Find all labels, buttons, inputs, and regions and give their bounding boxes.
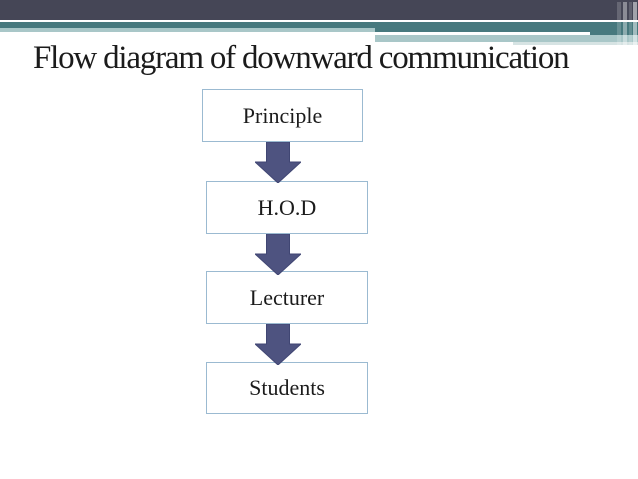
- flow-node-students: Students: [206, 362, 368, 414]
- corner-stripe: [617, 2, 621, 46]
- flow-node-lecturer: Lecturer: [206, 271, 368, 324]
- slide-title: Flow diagram of downward communication: [33, 40, 570, 76]
- banner-faint-band: [513, 42, 638, 45]
- banner-dark-bar: [0, 0, 638, 20]
- banner-pale-bar-left: [0, 28, 375, 32]
- down-arrow-icon: [255, 142, 301, 183]
- flow-node-principle: Principle: [202, 89, 363, 142]
- banner-corner-stripes: [610, 2, 638, 46]
- flow-node-label: Students: [249, 375, 325, 400]
- corner-stripe: [623, 2, 627, 46]
- flow-node-hod: H.O.D: [206, 181, 368, 234]
- banner-white-line: [375, 32, 590, 35]
- banner-teal-bar: [0, 22, 638, 28]
- down-arrow-icon: [255, 234, 301, 275]
- flow-node-label: H.O.D: [257, 194, 317, 220]
- down-arrow-icon: [255, 324, 301, 365]
- corner-stripe: [629, 2, 632, 46]
- flow-node-label: Principle: [242, 102, 323, 128]
- flow-node-label: Lecturer: [249, 284, 325, 310]
- banner-teal-bar-right: [375, 22, 638, 35]
- corner-stripe: [633, 2, 637, 46]
- banner-pale-bar-right: [375, 35, 638, 42]
